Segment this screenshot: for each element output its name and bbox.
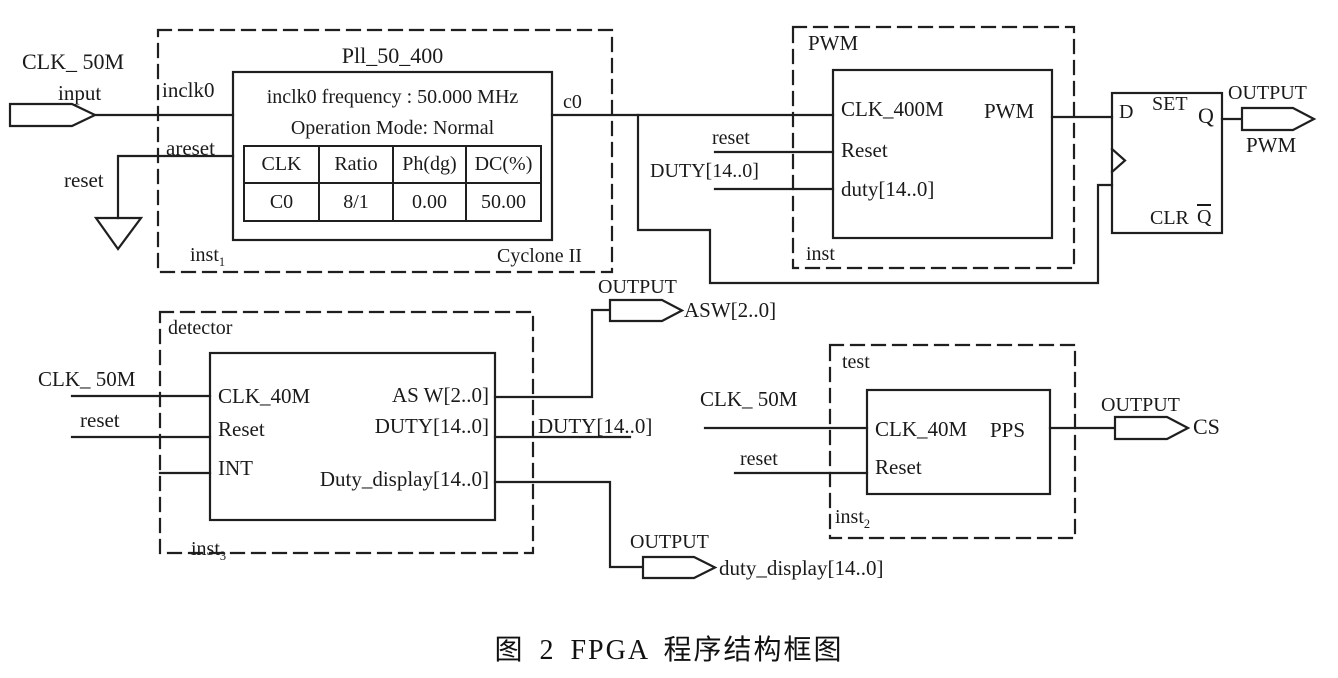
pll-table-header-ph: Ph(dg) [392,145,467,184]
detector-port-asw: AS W[2..0] [391,383,489,407]
pwm-dashed-boundary [791,25,1076,270]
dutydisplayout-pin-label: OUTPUT [630,531,709,553]
pll-table-header-row: CLK Ratio Ph(dg) DC(%) [243,145,542,184]
reset-triangle-symbol [93,216,144,251]
pll-block-title: Pll_50_400 [341,43,444,68]
test-instance-text: inst [835,506,864,528]
test-symbol-box [865,388,1052,496]
dff-port-qn: Q [1197,204,1212,228]
pll-info-frequency: inclk0 frequency : 50.000 MHz [266,86,519,108]
pll-table-header-clk: CLK [243,145,320,184]
detector-port-clk: CLK_40M [218,384,311,408]
detector-instance-text: inst [191,538,220,560]
csout-pin-label: OUTPUT [1101,394,1180,416]
pll-port-c0: c0 [563,91,582,113]
pll-instance-sub: 1 [218,255,226,269]
input-pin-label: input [58,81,102,105]
dff-port-qn-text: Q [1197,204,1212,228]
pwmout-pin-label: OUTPUT [1228,82,1307,104]
test-net-reset: reset [740,448,778,470]
reset-net-label: reset [64,168,104,192]
dff-port-d: D [1119,101,1134,123]
test-instance-label: inst2 [835,507,870,531]
pwm-symbol-box [831,68,1054,240]
dff-port-q: Q [1198,103,1214,128]
detector-port-int: INT [218,456,253,480]
pwm-port-out: PWM [984,99,1035,123]
asw-output-pin-icon [608,298,685,323]
aswout-pin-label: OUTPUT [598,276,677,298]
wire-c0-to-dff-clock [636,113,1114,285]
pwm-port-reset: Reset [841,138,888,162]
input-pin-icon [8,102,98,128]
wire-dutydisplay-to-output-pin [493,480,645,569]
dff-symbol-box [1110,91,1224,235]
cs-output-pin-icon [1113,415,1191,441]
detector-net-clk: CLK_ 50M [38,367,136,391]
detector-port-duty-display: Duty_display[14..0] [319,467,489,491]
pwm-block-title: PWM [808,31,859,55]
dff-port-set: SET [1152,93,1188,115]
dutydisplay-output-pin-icon [641,555,718,580]
pll-table-header-ratio: Ratio [318,145,394,184]
pll-instance-label: inst1 [190,245,225,269]
pwm-port-clk: CLK_400M [841,97,944,121]
pwm-output-pin-icon [1240,106,1317,132]
test-net-clk: CLK_ 50M [700,387,798,411]
detector-port-reset: Reset [218,417,265,441]
test-port-reset: Reset [875,455,922,479]
pwm-instance-label: inst [806,243,835,265]
pll-info-mode: Operation Mode: Normal [290,117,495,139]
pll-table-cell-clk: C0 [243,182,320,222]
test-port-pps: PPS [990,418,1026,442]
pll-port-areset: areset [166,136,215,160]
detector-dashed-boundary [158,310,535,555]
detector-net-reset: reset [80,408,120,432]
figure-caption: 图 2 FPGA 程序结构框图 [494,635,844,666]
pll-device-label: Cyclone II [497,245,582,267]
dff-port-clr: CLR [1150,207,1189,229]
csout-net-label: CS [1193,414,1220,439]
pwm-net-duty: DUTY[14..0] [650,160,759,182]
pwm-port-duty: duty[14..0] [841,177,935,201]
aswout-net-label: ASW[2..0] [684,298,777,322]
pll-port-inclk0: inclk0 [162,78,215,102]
dutydisplayout-net-label: duty_display[14..0] [719,556,884,580]
pll-table-cell-ratio: 8/1 [318,182,394,222]
pll-instance-text: inst [190,244,219,266]
pll-parameter-table: CLK Ratio Ph(dg) DC(%) C0 8/1 0.00 50.00 [243,145,542,222]
detector-block-title: detector [168,317,233,339]
pwm-net-reset: reset [712,127,750,149]
clk50m-net-label: CLK_ 50M [22,49,125,74]
wire-asw-to-output-pin [493,308,612,399]
detector-net-duty-out: DUTY[14..0] [538,414,653,438]
test-dashed-boundary [828,343,1077,540]
test-instance-sub: 2 [863,517,871,531]
pll-table-cell-dc: 50.00 [465,182,542,222]
pwmout-net-label: PWM [1246,133,1297,157]
pll-dashed-boundary [156,28,614,274]
pll-table-cell-ph: 0.00 [392,182,467,222]
pll-table-header-dc: DC(%) [465,145,542,184]
test-port-clk: CLK_40M [875,417,968,441]
detector-port-duty: DUTY[14..0] [374,414,489,438]
detector-instance-label: inst3 [191,539,226,563]
wire-reset-to-areset [116,154,235,220]
detector-instance-sub: 3 [219,549,227,563]
test-block-title: test [842,351,870,373]
dff-clock-chevron-icon [1110,147,1127,174]
pll-table-data-row: C0 8/1 0.00 50.00 [243,182,542,222]
